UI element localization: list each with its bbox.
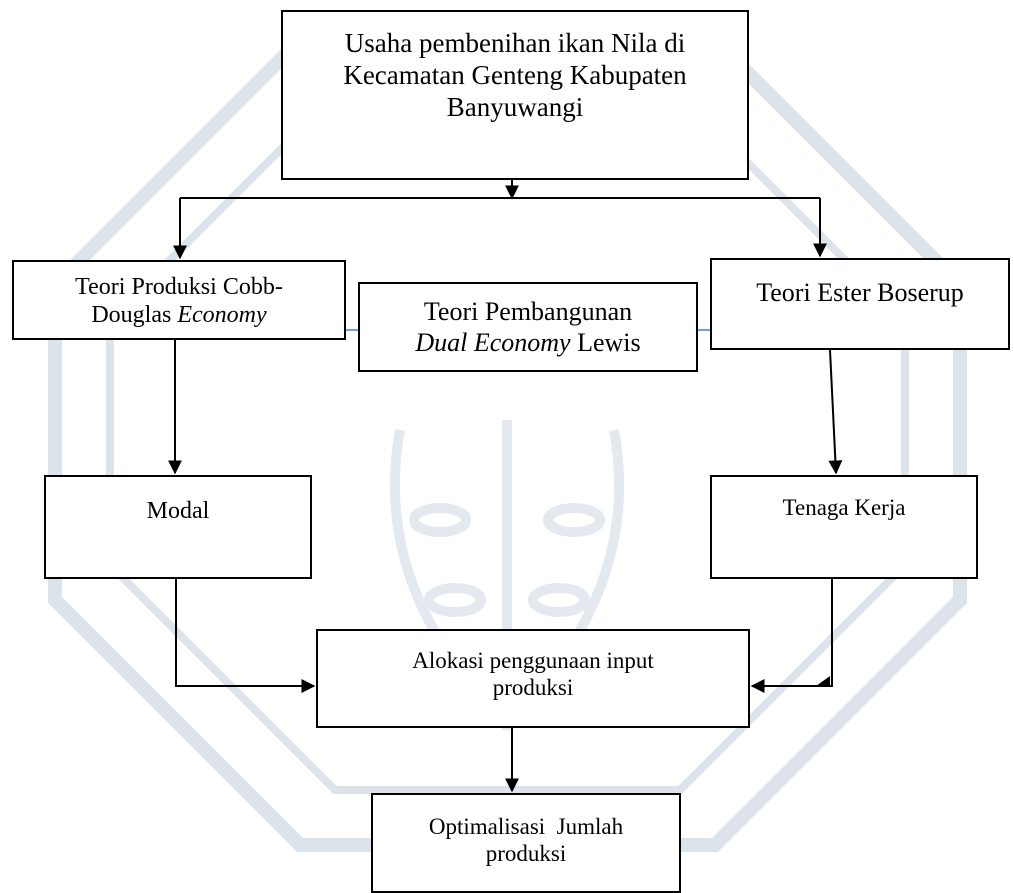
edge-modal-to-alokasi bbox=[175, 579, 316, 693]
edge-tenaga-to-alokasi bbox=[750, 579, 833, 693]
node-teori-boserup: Teori Ester Boserup bbox=[710, 258, 1010, 350]
node-text-line: Modal bbox=[146, 498, 210, 524]
node-optimalisasi-produksi: Optimalisasi Jumlah produksi bbox=[371, 793, 681, 893]
node-text-italic: Dual Economy bbox=[415, 327, 571, 357]
node-teori-cobb-douglas: Teori Produksi Cobb- Douglas Economy bbox=[12, 260, 346, 340]
node-text-line: produksi bbox=[485, 841, 567, 867]
watermark-leaf-2 bbox=[543, 503, 605, 537]
node-text-line: Dual Economy Lewis bbox=[360, 328, 696, 359]
node-text-plain: Lewis bbox=[570, 327, 641, 357]
node-text-line: Usaha pembenihan ikan Nila di bbox=[344, 28, 686, 58]
watermark-leaf-4 bbox=[528, 583, 590, 617]
node-text-line: Optimalisasi Jumlah bbox=[428, 814, 624, 839]
node-tenaga-kerja: Tenaga Kerja bbox=[710, 475, 978, 579]
edge-boserup-to-tenaga bbox=[828, 349, 843, 475]
node-text-line: Teori Produksi Cobb- bbox=[75, 274, 283, 300]
tenaga-join-arrowhead bbox=[816, 676, 830, 686]
node-text-line: Alokasi penggunaan input bbox=[412, 648, 654, 673]
node-text-line: Teori Pembangunan bbox=[423, 297, 633, 326]
node-text-line: Kecamatan Genteng Kabupaten bbox=[343, 59, 687, 90]
watermark-leaf-3 bbox=[424, 583, 486, 617]
node-teori-lewis: Teori Pembangunan Dual Economy Lewis bbox=[358, 282, 698, 372]
watermark-leaf-1 bbox=[409, 503, 471, 537]
node-usaha-pembenihan: Usaha pembenihan ikan Nila di Kecamatan … bbox=[281, 10, 749, 180]
node-text-line: Teori Ester Boserup bbox=[756, 278, 964, 307]
node-alokasi-input: Alokasi penggunaan input produksi bbox=[316, 629, 750, 728]
node-modal: Modal bbox=[44, 475, 312, 579]
node-text-line: Tenaga Kerja bbox=[782, 495, 906, 520]
node-text-line: Douglas Economy bbox=[14, 301, 344, 329]
node-text-italic: Economy bbox=[177, 302, 267, 329]
node-text-line: Banyuwangi bbox=[446, 91, 584, 122]
node-text-plain: Douglas bbox=[91, 302, 178, 329]
node-text-line: produksi bbox=[492, 675, 574, 701]
